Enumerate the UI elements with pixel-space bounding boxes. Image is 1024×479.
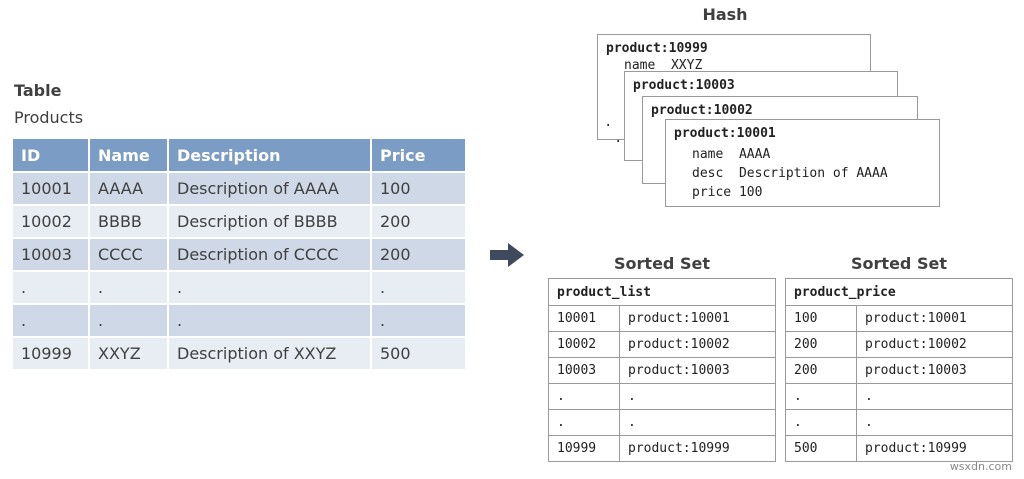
sorted-set-member: product:10003 — [619, 357, 776, 384]
table-cell: Description of CCCC — [168, 237, 372, 271]
table-cell: 10999 — [13, 336, 90, 369]
sorted-set-key: product_price — [785, 278, 1013, 306]
sorted-set-member: . — [856, 383, 1013, 410]
hash-card-key: product:10001 — [674, 126, 776, 141]
sorted-set-row: .. — [785, 409, 1013, 436]
hash-card-field: name XXYZ — [624, 58, 703, 73]
sorted-set-score: . — [785, 383, 857, 410]
sorted-set-score: 10003 — [548, 357, 620, 384]
sorted-set-row: .. — [548, 383, 776, 410]
table-cell: . — [371, 303, 465, 337]
table-cell: BBBB — [89, 204, 169, 238]
table-cell: 100 — [371, 171, 465, 205]
table-cell: . — [13, 303, 90, 337]
table-title: Table — [14, 81, 62, 100]
sorted-set-score: . — [548, 383, 620, 410]
table-cell: . — [168, 303, 372, 337]
sorted-set-member: . — [856, 409, 1013, 436]
hash-title: Hash — [702, 5, 748, 24]
hash-card-field: price 100 — [692, 185, 763, 200]
header-description: Description — [168, 139, 372, 172]
table-cell: Description of AAAA — [168, 171, 372, 205]
table-cell: 10002 — [13, 204, 90, 238]
table-cell: . — [371, 270, 465, 304]
sorted-set-title: Sorted Set — [614, 254, 710, 273]
arrow-right-icon — [490, 243, 524, 267]
table-cell: . — [89, 303, 169, 337]
table-cell: Description of XXYZ — [168, 336, 372, 369]
hash-card-key: product:10999 — [606, 41, 708, 56]
sorted-set-score: 100 — [785, 305, 857, 332]
sorted-set-member: product:10001 — [619, 305, 776, 332]
sorted-set-score: 200 — [785, 331, 857, 358]
sorted-set-score: 200 — [785, 357, 857, 384]
sorted-set-member: product:10003 — [856, 357, 1013, 384]
sorted-set-score: 10001 — [548, 305, 620, 332]
header-name: Name — [89, 139, 169, 172]
hash-card-key: product:10002 — [651, 103, 753, 118]
sorted-set-score: 10002 — [548, 331, 620, 358]
ellipsis-dot: . — [604, 114, 613, 130]
table-cell: 200 — [371, 237, 465, 271]
sorted-set-member: product:10999 — [619, 435, 776, 462]
hash-card-product-10001: product:10001 name AAAA desc Description… — [665, 119, 940, 207]
table-cell: AAAA — [89, 171, 169, 205]
watermark: wsxdn.com — [949, 460, 1012, 473]
header-price: Price — [371, 139, 465, 172]
table-cell: 500 — [371, 336, 465, 369]
table-cell: . — [168, 270, 372, 304]
sorted-set-member: . — [619, 383, 776, 410]
sorted-set-score: . — [548, 409, 620, 436]
table-cell: XXYZ — [89, 336, 169, 369]
table-cell: 10001 — [13, 171, 90, 205]
table-cell: . — [13, 270, 90, 304]
products-header-row: ID Name Description Price — [13, 139, 465, 172]
ellipsis-dot: . — [614, 130, 623, 146]
sorted-set-key: product_list — [548, 278, 776, 306]
table-cell: 200 — [371, 204, 465, 238]
sorted-set-title: Sorted Set — [851, 254, 947, 273]
sorted-set-score: 10999 — [548, 435, 620, 462]
table-row: .... — [13, 303, 465, 337]
header-id: ID — [13, 139, 90, 172]
table-row: .... — [13, 270, 465, 304]
table-cell: CCCC — [89, 237, 169, 271]
table-cell: 10003 — [13, 237, 90, 271]
sorted-set-row: .. — [548, 409, 776, 436]
sorted-set-row: .. — [785, 383, 1013, 410]
sorted-set-member: . — [619, 409, 776, 436]
sorted-set-score: . — [785, 409, 857, 436]
sorted-set-member: product:10001 — [856, 305, 1013, 332]
sorted-set-member: product:10002 — [856, 331, 1013, 358]
hash-card-field: name AAAA — [692, 147, 771, 162]
sorted-set-member: product:10999 — [856, 435, 1013, 462]
sorted-set-score: 500 — [785, 435, 857, 462]
hash-card-field: desc Description of AAAA — [692, 166, 888, 181]
table-cell: . — [89, 270, 169, 304]
table-subtitle: Products — [14, 108, 84, 127]
table-cell: Description of BBBB — [168, 204, 372, 238]
sorted-set-member: product:10002 — [619, 331, 776, 358]
hash-card-key: product:10003 — [633, 78, 735, 93]
